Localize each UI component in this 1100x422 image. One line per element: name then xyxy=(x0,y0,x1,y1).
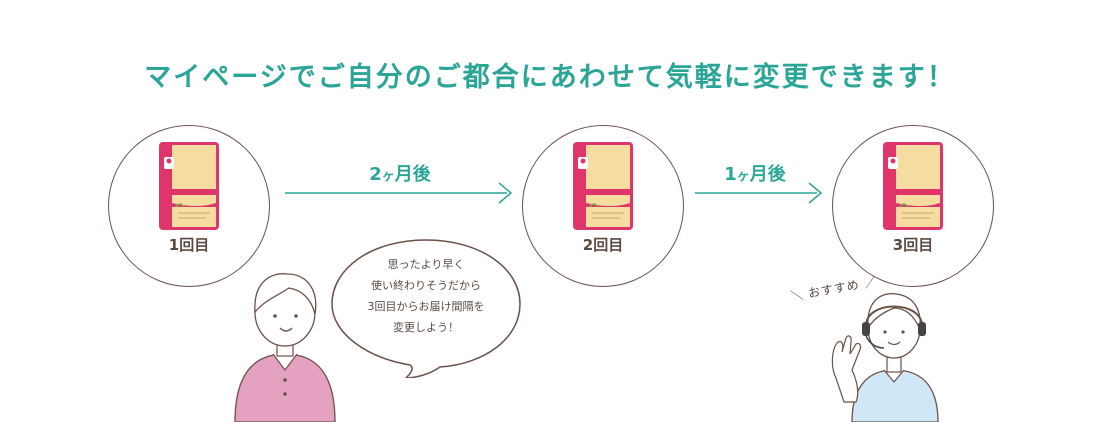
product-pack-icon xyxy=(573,142,633,230)
bubble-line-4: 変更しよう！ xyxy=(393,321,459,334)
step-2-circle: 2回目 xyxy=(522,125,684,287)
step-1-label: 1回目 xyxy=(168,236,210,254)
bubble-line-3: 3回目からお届け間隔を xyxy=(367,300,485,313)
interval-1-unit: ヶ xyxy=(381,169,395,184)
page-headline: マイページでご自分のご都合にあわせて気軽に変更できます！ xyxy=(144,62,956,93)
step-3-circle: 3回目 xyxy=(832,125,994,287)
step-3-label: 3回目 xyxy=(892,236,934,254)
arrow-right-icon xyxy=(285,182,513,204)
operator-illustration xyxy=(831,293,939,422)
bubble-line-1: 思ったより早く xyxy=(387,258,465,271)
interval-1-suffix: 月後 xyxy=(394,164,431,185)
product-pack-icon xyxy=(159,142,219,230)
interval-2-label: 1ヶ月後 xyxy=(645,160,865,186)
bubble-line-2: 使い終わりそうだから xyxy=(371,279,481,292)
step-1-circle: 1回目 xyxy=(108,125,270,287)
arrow-right-icon xyxy=(695,182,823,204)
interval-1-label: 2ヶ月後 xyxy=(290,160,510,186)
product-pack-icon xyxy=(883,142,943,230)
interval-2-suffix: 月後 xyxy=(749,164,786,185)
woman-illustration xyxy=(234,273,336,422)
interval-2-number: 1 xyxy=(724,164,737,185)
interval-2-unit: ヶ xyxy=(736,169,750,184)
step-2-label: 2回目 xyxy=(582,236,624,254)
speech-bubble-text: 思ったより早く 使い終わりそうだから 3回目からお届け間隔を 変更しよう！ xyxy=(330,254,522,338)
interval-1-number: 2 xyxy=(369,164,382,185)
